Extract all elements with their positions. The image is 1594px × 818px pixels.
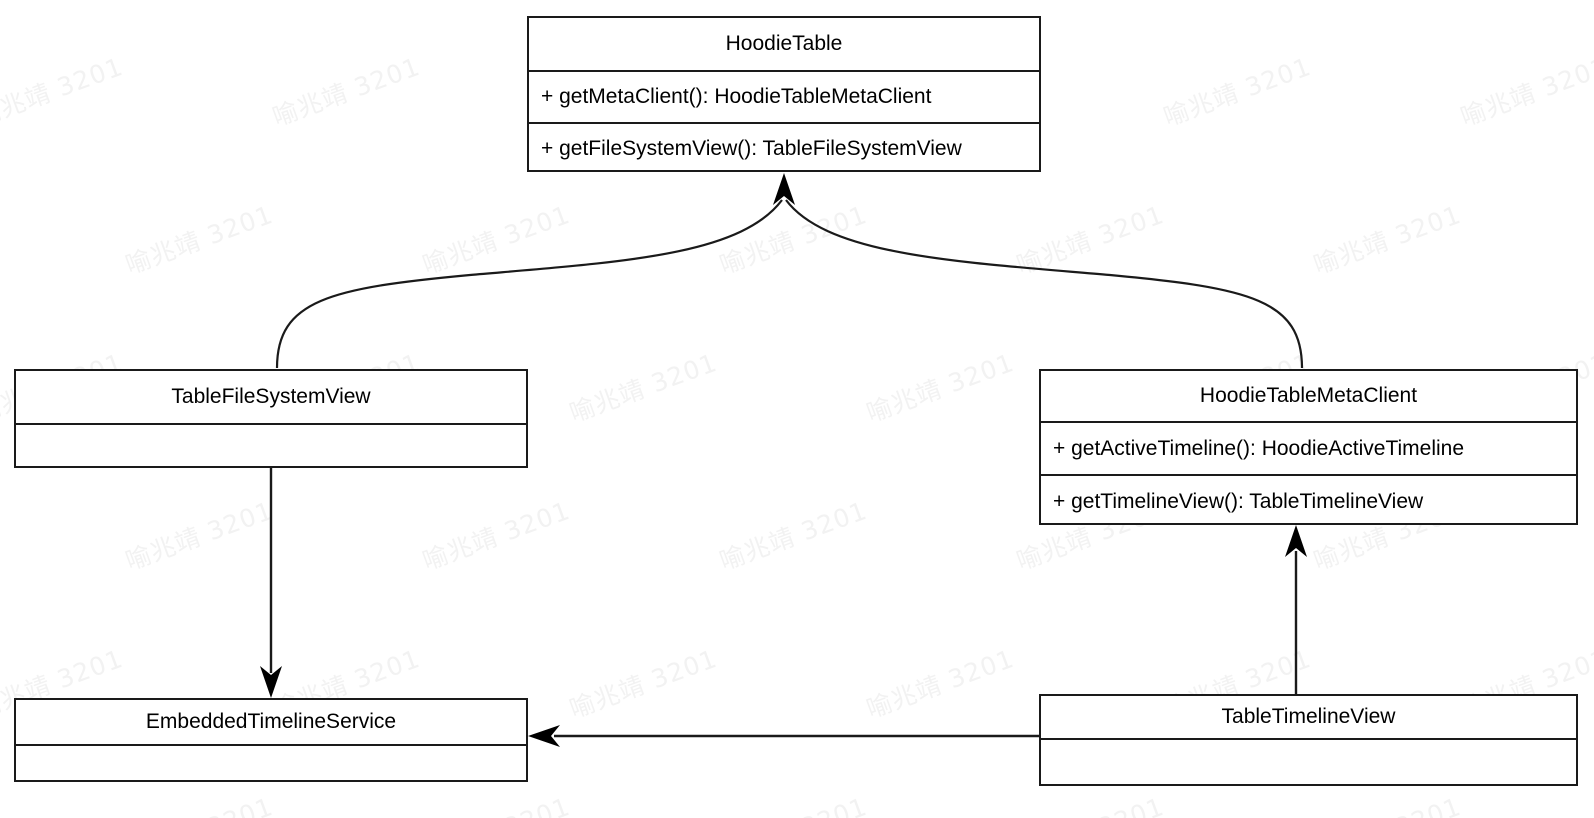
class-members-hoodie-table-meta-client: + getActiveTimeline(): HoodieActiveTimel… [1041, 423, 1576, 527]
member-divider [529, 122, 1039, 124]
class-divider [16, 744, 526, 746]
connector-htmc-to-hoodietable [785, 199, 1304, 369]
member-divider [1041, 474, 1576, 476]
arrowhead-into-hoodie-table [773, 173, 795, 205]
class-divider [529, 70, 1039, 72]
class-name-table-file-system-view: TableFileSystemView [171, 385, 371, 408]
class-divider [1041, 738, 1576, 740]
class-member: + getActiveTimeline(): HoodieActiveTimel… [1053, 436, 1465, 460]
class-box-embedded-timeline-service[interactable]: EmbeddedTimelineService [14, 698, 528, 782]
connector-tfsv-to-hoodietable [275, 199, 783, 369]
arrowhead-into-embedded-timeline-service-right [528, 725, 560, 747]
class-member: + getTimelineView(): TableTimelineView [1053, 489, 1424, 513]
class-members-table-timeline-view [1041, 740, 1576, 788]
class-divider [1041, 421, 1576, 423]
class-box-hoodie-table-meta-client[interactable]: HoodieTableMetaClient + getActiveTimelin… [1039, 369, 1578, 525]
class-members-embedded-timeline-service [16, 746, 526, 784]
class-members-table-file-system-view [16, 425, 526, 468]
class-box-table-file-system-view[interactable]: TableFileSystemView [14, 369, 528, 468]
class-divider [16, 423, 526, 425]
class-member: + getFileSystemView(): TableFileSystemVi… [541, 137, 962, 160]
class-name-table-timeline-view: TableTimelineView [1221, 705, 1396, 728]
class-name-hoodie-table: HoodieTable [725, 32, 843, 55]
class-member: + getMetaClient(): HoodieTableMetaClient [541, 85, 932, 108]
arrowhead-into-embedded-timeline-service-top [260, 666, 282, 698]
arrowhead-into-hoodie-table-meta-client-bottom [1285, 525, 1307, 557]
class-members-hoodie-table: + getMetaClient(): HoodieTableMetaClient… [529, 72, 1039, 174]
class-box-table-timeline-view[interactable]: TableTimelineView [1039, 694, 1578, 786]
class-name-embedded-timeline-service: EmbeddedTimelineService [145, 710, 397, 733]
class-name-hoodie-table-meta-client: HoodieTableMetaClient [1199, 384, 1418, 407]
class-box-hoodie-table[interactable]: HoodieTable + getMetaClient(): HoodieTab… [527, 16, 1041, 172]
